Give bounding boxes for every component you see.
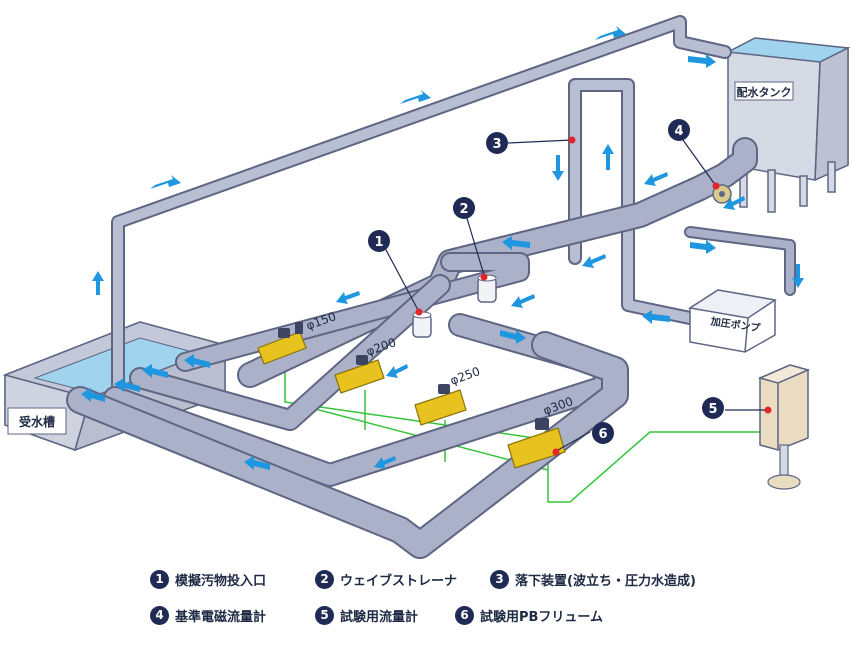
legend-label-2: ウェイブストレーナ [340, 573, 458, 589]
flow-arrow [400, 90, 431, 104]
distribution-tank [725, 37, 851, 213]
meter-phi250 [414, 384, 467, 426]
flow-arrows [81, 26, 804, 470]
flow-arrow [688, 54, 716, 68]
flow-arrow [511, 294, 535, 308]
legend-num-4: 4 [150, 605, 169, 625]
flow-arrow [552, 155, 564, 181]
flow-arrow [792, 264, 804, 288]
numbered-markers: 1 2 3 4 5 6 [368, 119, 724, 444]
legend-label-4: 基準電磁流量計 [175, 609, 267, 625]
flow-arrow [690, 240, 716, 254]
marker-3: 3 [486, 132, 508, 154]
marker-1-num: 1 [374, 235, 383, 250]
flow-arrow [244, 456, 270, 470]
marker-2: 2 [453, 197, 475, 219]
legend-num-2: 2 [315, 569, 334, 589]
flow-arrow [81, 388, 105, 402]
legend-item-2: 2 ウェイブストレーナ [315, 568, 457, 590]
legend-num-5: 5 [315, 605, 334, 625]
meter-phi150 [257, 322, 307, 365]
pipe-network [66, 15, 796, 559]
marker-4: 4 [668, 119, 690, 141]
flow-arrow [386, 364, 408, 378]
flow-arrow [595, 26, 626, 40]
flow-arrow [184, 354, 210, 368]
marker-1: 1 [368, 230, 390, 252]
flow-arrow [142, 364, 168, 378]
marker-5: 5 [702, 397, 724, 419]
marker-3-num: 3 [492, 137, 501, 152]
wave-strainer [477, 274, 497, 303]
legend-item-3: 3 落下装置(波立ち・圧力水造成) [490, 568, 696, 590]
flow-arrow [602, 144, 614, 170]
legend-num-1: 1 [150, 569, 169, 589]
legend-item-6: 6 試験用PBフリューム [455, 604, 603, 626]
meter-phi300 [507, 418, 566, 469]
distribution-tank-label: 配水タンク [737, 85, 792, 99]
legend-item-5: 5 試験用流量計 [315, 604, 418, 626]
flow-arrow [336, 291, 360, 304]
legend-item-4: 4 基準電磁流量計 [150, 604, 266, 626]
legend-label-1: 模擬汚物投入口 [175, 573, 267, 589]
flow-arrow [723, 196, 745, 210]
legend-label-3: 落下装置(波立ち・圧力水造成) [515, 573, 696, 589]
marker-6: 6 [592, 422, 614, 444]
legend: 1 模擬汚物投入口 2 ウェイブストレーナ 3 落下装置(波立ち・圧力水造成) … [0, 562, 852, 642]
marker-5-num: 5 [708, 402, 717, 417]
marker-4-num: 4 [674, 124, 683, 139]
legend-label-6: 試験用PBフリューム [480, 609, 604, 625]
flow-arrow [500, 330, 526, 344]
marker-leaders [384, 139, 766, 451]
flow-arrow [92, 271, 104, 295]
flow-arrow [644, 172, 668, 186]
flow-arrow [582, 254, 606, 268]
marker-6-num: 6 [598, 427, 607, 442]
flow-arrow [642, 310, 670, 324]
flow-arrow [114, 378, 140, 392]
flow-arrow [150, 175, 181, 189]
legend-label-5: 試験用流量計 [340, 609, 419, 625]
meter-phi200 [334, 355, 385, 394]
flow-arrow [374, 456, 396, 469]
injection-port [412, 311, 432, 338]
legend-num-3: 3 [490, 569, 509, 589]
test-flowmeter-cabinet [757, 364, 811, 490]
legend-num-6: 6 [455, 605, 474, 625]
receiving-tank-label: 受水槽 [19, 414, 55, 429]
flow-arrow [502, 236, 530, 250]
test-meters [257, 322, 566, 469]
reference-flowmeter [712, 184, 732, 204]
marker-2-num: 2 [459, 202, 468, 217]
pressure-pump [687, 289, 777, 353]
legend-item-1: 1 模擬汚物投入口 [150, 568, 266, 590]
marker-dots [415, 136, 772, 456]
pipe-size-phi250: φ250 [448, 364, 482, 388]
